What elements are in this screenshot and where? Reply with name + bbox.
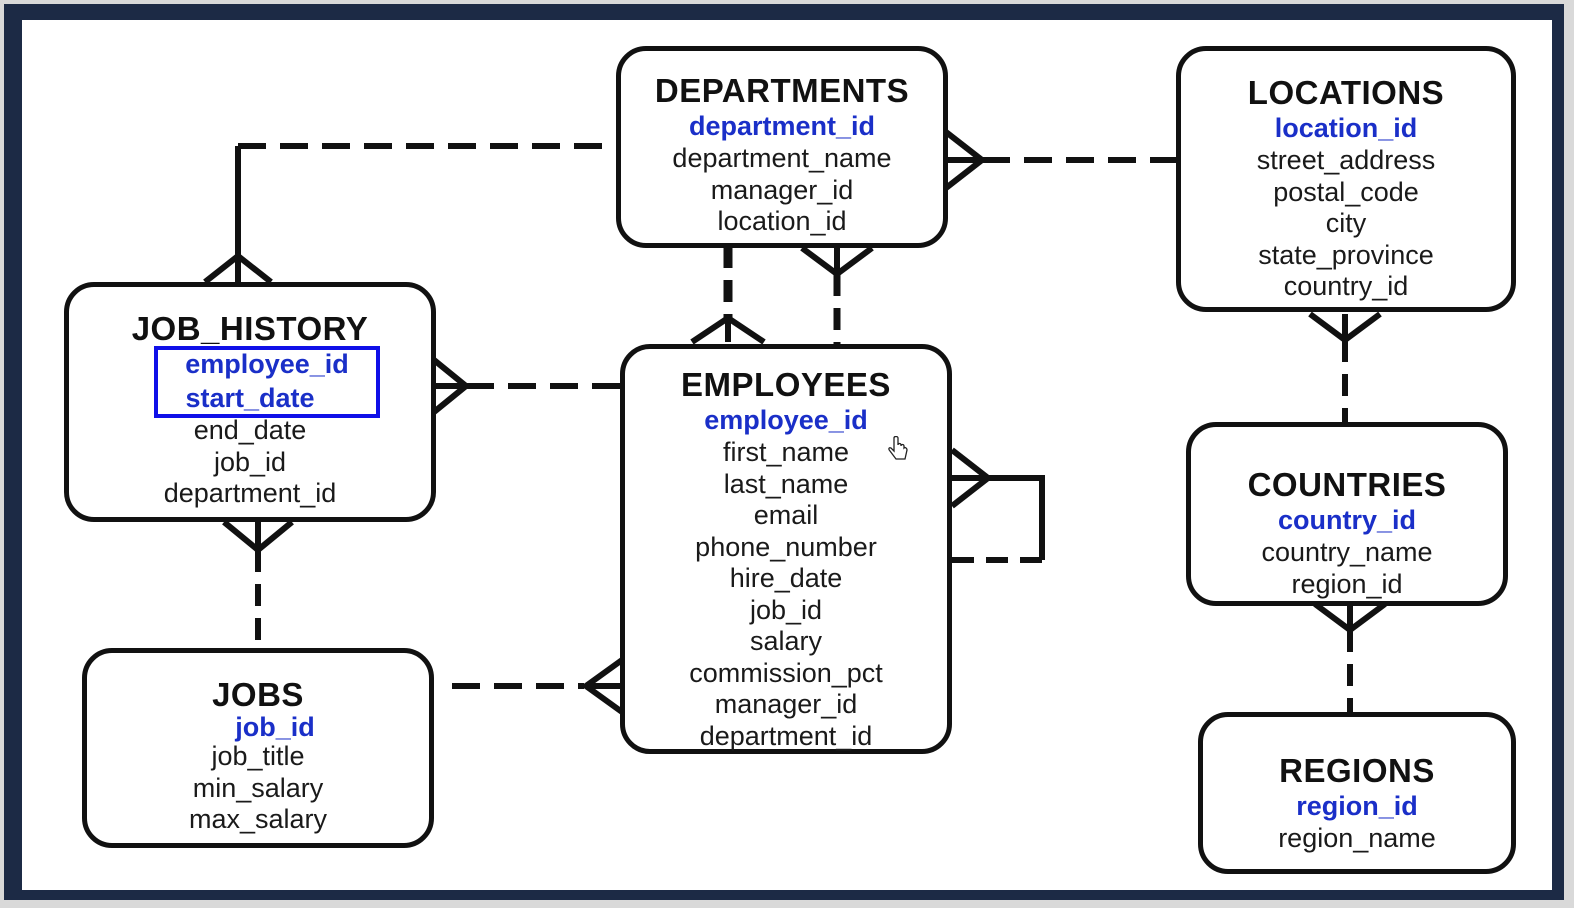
entity-title: DEPARTMENTS: [654, 72, 910, 109]
crowfoot-departments-right: [944, 129, 987, 191]
attribute: street_address: [1256, 145, 1436, 175]
crowfoot-locations-bottom: [1308, 311, 1382, 344]
crowfoot-employees-left: [580, 657, 624, 715]
primary-key: country_id: [1277, 505, 1417, 535]
entity-employees[interactable]: EMPLOYEES employee_id first_name last_na…: [620, 344, 952, 754]
primary-key: department_id: [688, 111, 876, 141]
attribute: country_id: [1283, 271, 1409, 301]
attribute: email: [753, 500, 819, 530]
primary-key: region_id: [1296, 791, 1418, 821]
screen-frame: DEPARTMENTS department_id department_nam…: [4, 4, 1564, 900]
attribute: region_name: [1278, 823, 1436, 853]
attribute: state_province: [1258, 239, 1434, 270]
attribute: salary: [749, 626, 823, 656]
rel-employees-self-solid: [988, 475, 1045, 560]
attribute: commission_pct: [689, 657, 883, 688]
attribute: department_name: [672, 143, 892, 173]
hand-cursor-icon: [888, 436, 908, 460]
crowfoot-jobhistory-top: [203, 252, 273, 285]
attribute: max_salary: [188, 804, 328, 834]
attribute: last_name: [723, 468, 849, 499]
primary-key: start_date: [185, 383, 315, 413]
crowfoot-jobhistory-right: [432, 357, 471, 415]
diagram-canvas: DEPARTMENTS department_id department_nam…: [22, 20, 1552, 890]
primary-key: employee_id: [185, 349, 349, 379]
entity-departments[interactable]: DEPARTMENTS department_id department_nam…: [616, 46, 948, 248]
selection-highlight-box: [154, 346, 380, 418]
relationship-lines: [203, 129, 1387, 715]
attribute: phone_number: [695, 531, 877, 562]
entity-title: REGIONS: [1279, 752, 1435, 789]
entity-title: EMPLOYEES: [681, 366, 891, 403]
attribute: job_id: [749, 594, 823, 625]
attribute: end_date: [193, 415, 307, 445]
attribute: hire_date: [729, 563, 843, 593]
entity-locations[interactable]: LOCATIONS location_id street_address pos…: [1176, 46, 1516, 312]
entity-title: LOCATIONS: [1247, 74, 1445, 111]
attribute: job_title: [211, 741, 305, 771]
crowfoot-jobhistory-bottom: [222, 519, 294, 554]
attribute: region_id: [1291, 568, 1403, 599]
attribute: country_name: [1261, 537, 1433, 567]
primary-key: job_id: [235, 712, 315, 742]
entity-job-history[interactable]: JOB_HISTORY employee_id start_date end_d…: [64, 282, 436, 522]
entity-jobs[interactable]: JOBS job_id job_title min_salary max_sal…: [82, 648, 434, 848]
primary-key: location_id: [1274, 113, 1418, 143]
attribute: min_salary: [192, 772, 324, 803]
attribute: city: [1325, 208, 1367, 238]
crowfoot-employees-top: [690, 314, 766, 345]
entity-title: JOB_HISTORY: [131, 310, 369, 347]
attribute: department_id: [163, 478, 337, 508]
crowfoot-departments-bottom: [800, 245, 874, 278]
attribute: first_name: [722, 437, 850, 467]
primary-key: employee_id: [704, 405, 868, 435]
attribute: manager_id: [714, 689, 858, 719]
attribute: job_id: [213, 446, 287, 477]
attribute: manager_id: [710, 174, 854, 205]
entity-regions[interactable]: REGIONS region_id region_name: [1198, 712, 1516, 874]
entity-title: JOBS: [212, 676, 304, 713]
entity-countries[interactable]: COUNTRIES country_id country_name region…: [1186, 422, 1508, 606]
attribute: department_id: [699, 720, 873, 751]
attribute: postal_code: [1273, 176, 1419, 207]
crowfoot-countries-bottom: [1313, 601, 1387, 634]
crowfoot-employees-self: [950, 447, 993, 509]
attribute: location_id: [717, 206, 847, 236]
entity-title: COUNTRIES: [1247, 466, 1447, 503]
